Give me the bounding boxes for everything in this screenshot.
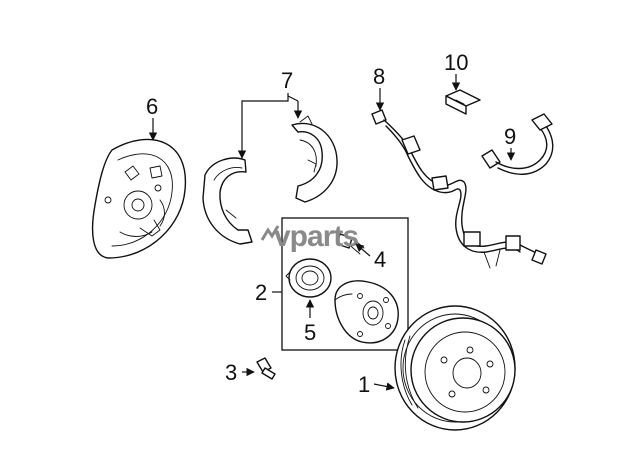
callout-2: 2 <box>255 280 267 305</box>
callout-9: 9 <box>504 124 516 149</box>
backing-plate-drawing <box>91 138 187 259</box>
callout-5: 5 <box>304 320 316 345</box>
callout-7: 7 <box>281 68 293 93</box>
clip-drawing <box>445 89 481 115</box>
watermark-logo: vparts <box>260 220 359 253</box>
sensor-wire-drawing <box>371 109 547 269</box>
bolt-drawing <box>256 357 276 380</box>
callout-6: 6 <box>146 94 158 119</box>
callout-3: 3 <box>225 360 237 385</box>
leader-lines <box>148 74 516 391</box>
callout-4: 4 <box>374 247 386 272</box>
callout-10: 10 <box>444 50 468 75</box>
callout-1: 1 <box>358 372 370 397</box>
callout-labels: 6 7 8 10 9 4 2 5 3 1 <box>146 50 516 397</box>
brake-hose-drawing <box>481 113 554 175</box>
watermark-text: vparts <box>274 220 358 253</box>
brake-drum-drawing <box>394 305 516 431</box>
callout-8: 8 <box>373 64 385 89</box>
